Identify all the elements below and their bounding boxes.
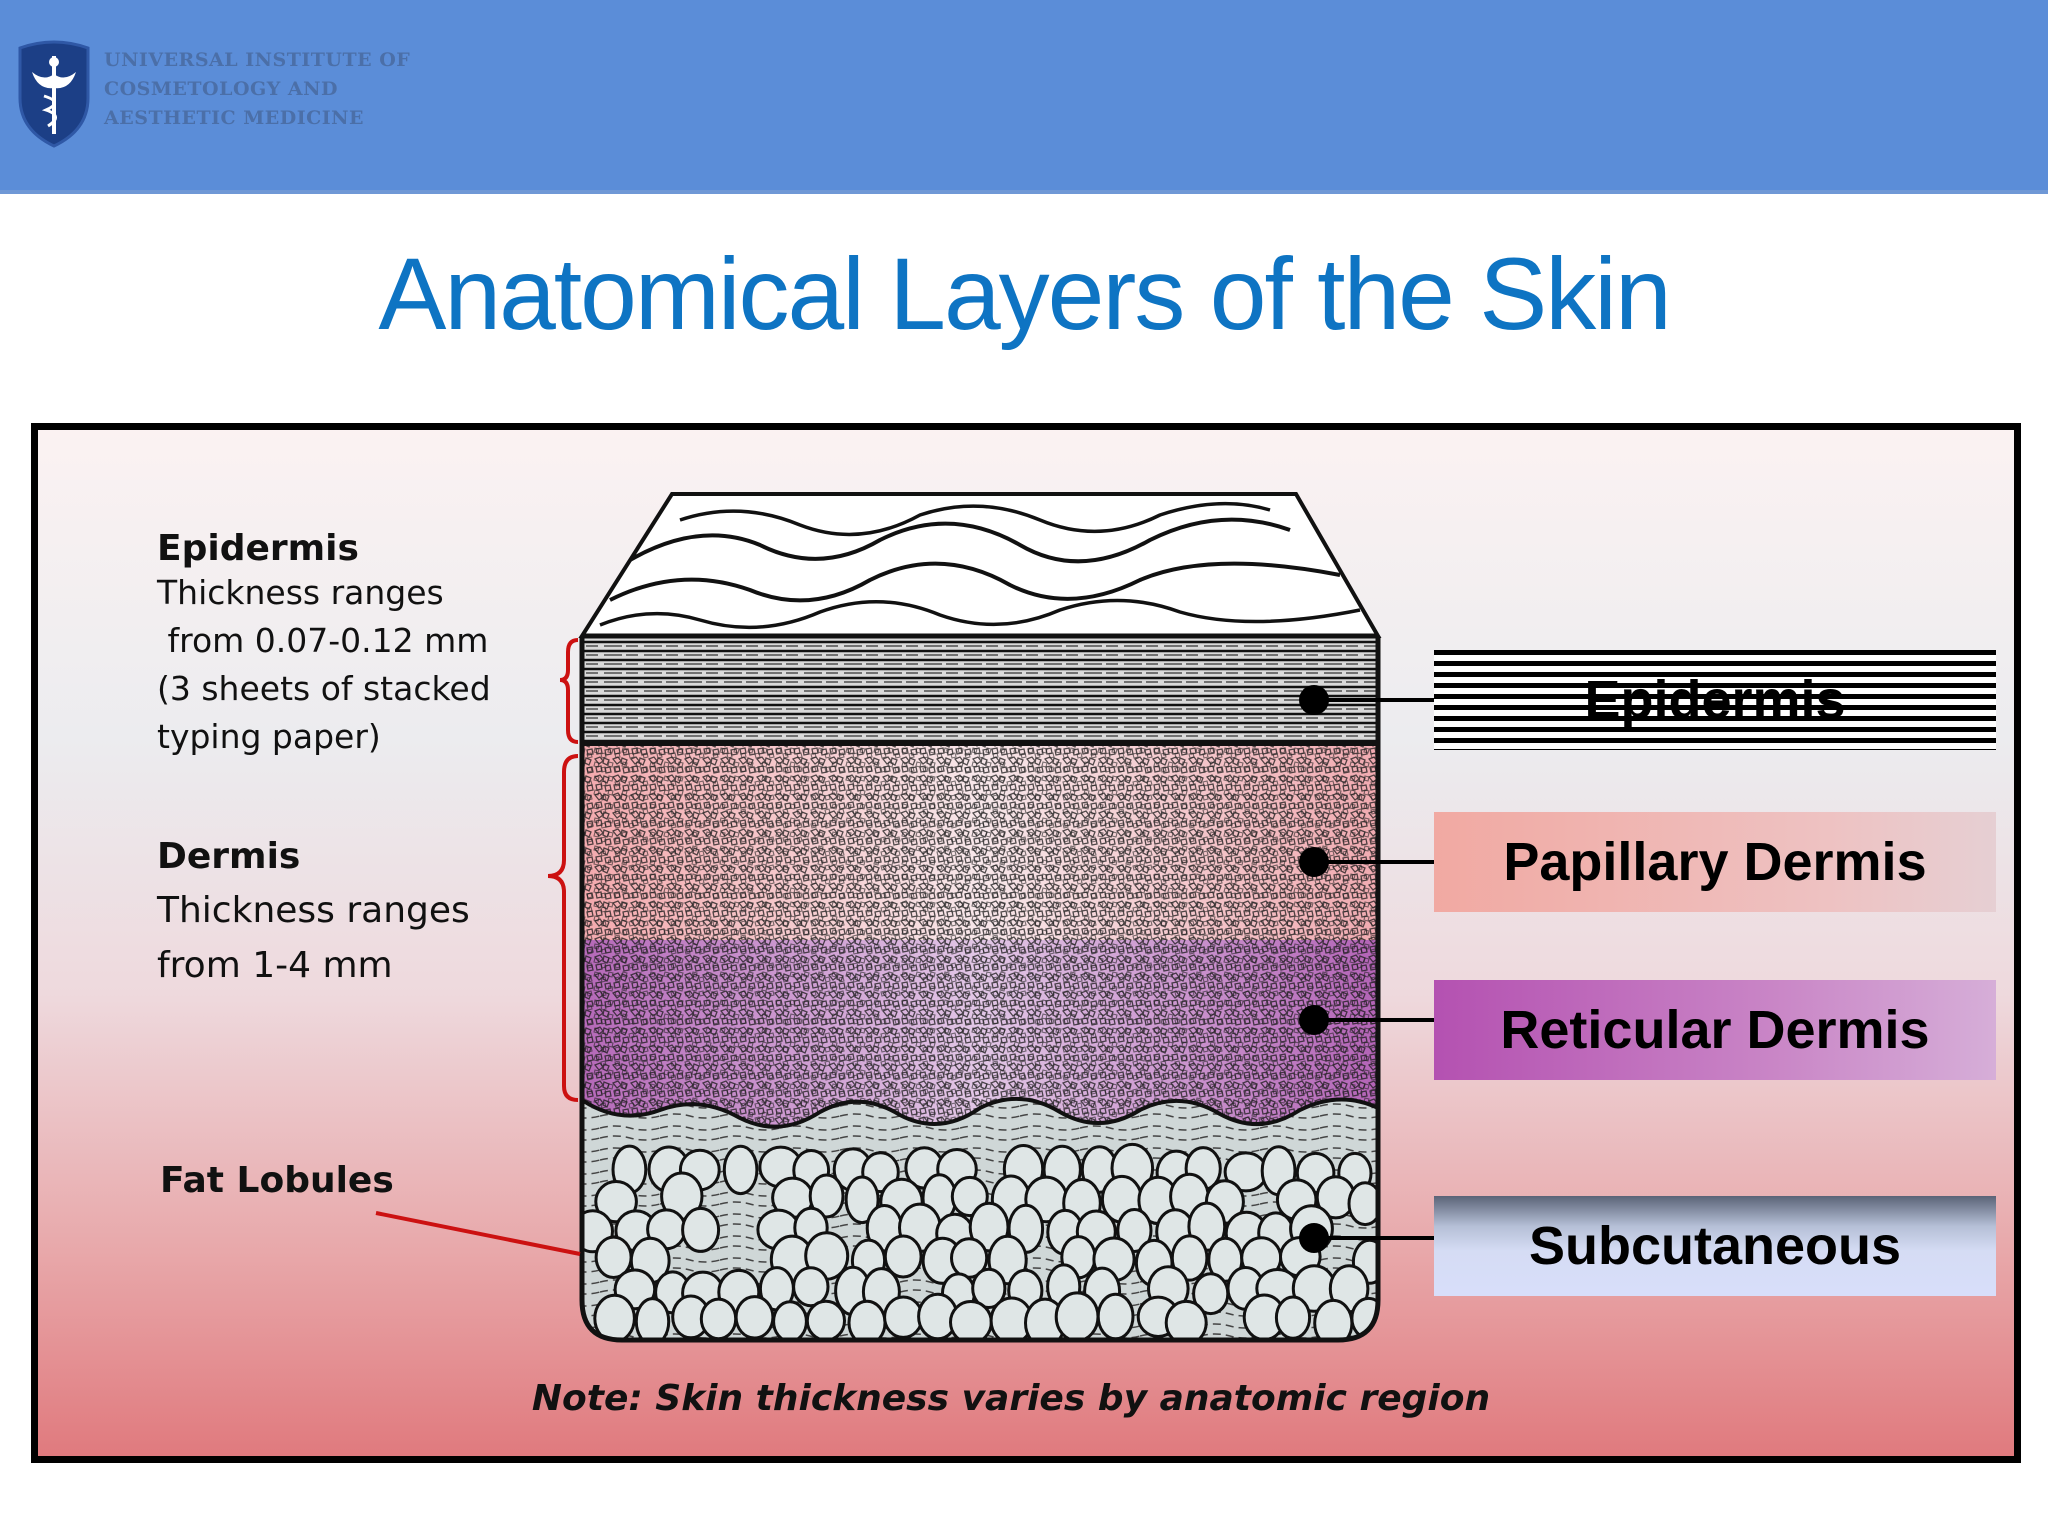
epidermis-layer bbox=[582, 636, 1378, 744]
subcutaneous-label: Subcutaneous bbox=[1434, 1196, 1996, 1296]
caduceus-shield-icon bbox=[18, 40, 90, 148]
epidermis-label-text: Epidermis bbox=[1584, 670, 1846, 730]
fat-lobule bbox=[1164, 1299, 1208, 1340]
epidermis-label: Epidermis bbox=[1434, 650, 1996, 750]
epidermis-note-line: typing paper) bbox=[157, 717, 381, 756]
fat-lobule bbox=[772, 1300, 808, 1340]
epidermis-note-heading: Epidermis bbox=[157, 528, 359, 569]
fat-lobule bbox=[792, 1266, 830, 1308]
fat-lobule bbox=[681, 1206, 721, 1253]
logo-line-1: Universal Institute of bbox=[104, 49, 411, 71]
header-bar: Universal Institute of Cosmetology and A… bbox=[0, 0, 2048, 194]
thickness-note: Note: Skin thickness varies by anatomic … bbox=[531, 1378, 1491, 1419]
logo-line-2: Cosmetology and bbox=[104, 78, 338, 100]
fat-lobule bbox=[949, 1300, 993, 1340]
fat-lobules bbox=[582, 1142, 1378, 1340]
epidermis-bracket bbox=[559, 638, 579, 744]
fat-lobule bbox=[1096, 1292, 1135, 1340]
epidermis-note: Epidermis Thickness ranges from 0.07-0.1… bbox=[157, 528, 491, 761]
fat-lobule bbox=[1274, 1295, 1312, 1340]
subcutaneous-leader bbox=[1299, 1223, 1434, 1253]
fat-lobule bbox=[883, 1234, 923, 1279]
fat-lobule bbox=[971, 1267, 1007, 1310]
reticular-leader bbox=[1299, 1005, 1434, 1035]
slide-title: Anatomical Layers of the Skin bbox=[378, 237, 1671, 351]
fat-lobule bbox=[593, 1293, 636, 1340]
fat-lobule bbox=[722, 1144, 759, 1196]
reticular-dermis-label: Reticular Dermis bbox=[1434, 980, 1996, 1080]
logo-text: Universal Institute of Cosmetology and A… bbox=[104, 46, 410, 133]
fat-lobule bbox=[594, 1180, 638, 1224]
fat-lobule bbox=[1347, 1181, 1378, 1227]
papillary-dermis-label: Papillary Dermis bbox=[1434, 812, 1996, 912]
skin-surface bbox=[578, 492, 1382, 638]
papillary-leader bbox=[1299, 847, 1434, 877]
fat-lobule bbox=[808, 1173, 845, 1219]
institute-logo: Universal Institute of Cosmetology and A… bbox=[14, 38, 434, 148]
fat-lobule bbox=[1054, 1291, 1100, 1340]
epidermis-note-line: (3 sheets of stacked bbox=[157, 669, 491, 708]
dermis-note-line: from 1-4 mm bbox=[157, 945, 393, 986]
fat-lobule bbox=[1170, 1234, 1209, 1282]
fat-lobule bbox=[734, 1295, 775, 1340]
dermis-note: Dermis Thickness ranges from 1-4 mm bbox=[157, 836, 470, 993]
block-outline bbox=[579, 636, 1381, 1343]
fat-lobule bbox=[699, 1297, 738, 1340]
logo-line-3: Aesthetic Medicine bbox=[104, 107, 365, 129]
fat-lobule bbox=[844, 1175, 880, 1225]
epidermis-leader bbox=[1299, 685, 1434, 715]
fat-lobule bbox=[805, 1299, 847, 1340]
fat-lobules-label: Fat Lobules bbox=[160, 1160, 394, 1201]
dermis-bracket bbox=[547, 754, 579, 1102]
dermis-note-heading: Dermis bbox=[157, 836, 301, 877]
fat-lobules-pointer bbox=[375, 1211, 581, 1256]
dermis-note-line: Thickness ranges bbox=[157, 890, 470, 931]
fat-lobule bbox=[883, 1295, 924, 1339]
epidermis-note-line: from 0.07-0.12 mm bbox=[157, 621, 489, 660]
fat-lobule bbox=[634, 1297, 671, 1340]
epidermis-note-line: Thickness ranges bbox=[157, 573, 444, 612]
